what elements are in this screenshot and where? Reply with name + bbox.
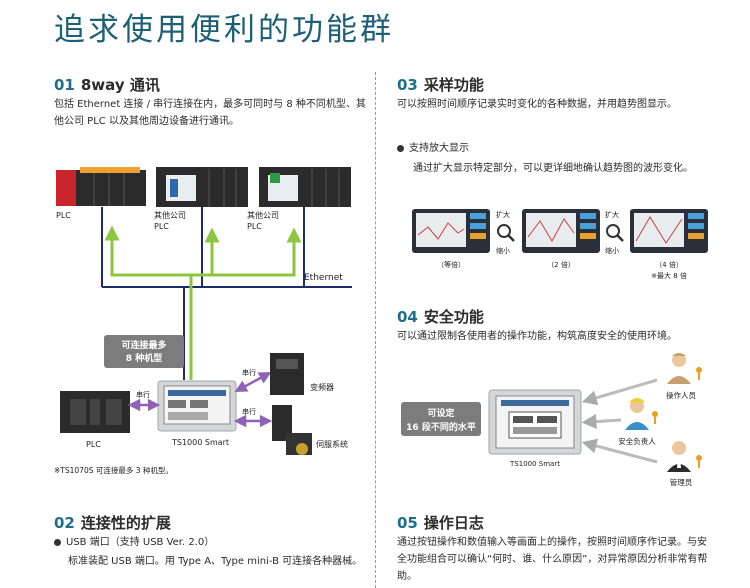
svg-text:16 段不同的水平: 16 段不同的水平 (406, 421, 476, 433)
section-02-description: 标准装配 USB 端口。用 Type A、Type mini-B 可连接各种器械… (68, 556, 363, 567)
section-05-description: 通过按钮操作和数值输入等画面上的操作，按照时间顺序作记录。与安全功能组合可以确认… (397, 537, 708, 582)
ts1000-security-label: TS1000 Smart (509, 460, 560, 468)
section-03-bullet: 支持放大显示 (397, 140, 469, 157)
other-plc-module-2 (259, 167, 351, 207)
ts1000-security-screen (488, 389, 582, 455)
section-02-heading: 02 连接性的扩展 (54, 512, 171, 533)
other-plc-label-1a: 其他公司 (154, 210, 186, 220)
green-communication-arrows (104, 225, 302, 380)
plc-label-2: PLC (86, 440, 101, 449)
safety-officer-label: 安全负责人 (618, 436, 656, 446)
caption-4x: （4 倍） (655, 260, 683, 269)
operator-label: 操作人员 (666, 390, 696, 400)
section-03-title: 采样功能 (423, 76, 484, 94)
section-01-heading: 01 8way 通讯 (54, 74, 160, 95)
other-plc-label-2a: 其他公司 (247, 210, 279, 220)
operator-person-icon (667, 353, 691, 384)
section-05-number: 05 (397, 514, 418, 532)
trend-screen-4x (630, 209, 708, 253)
section-04-description: 可以通过限制各使用者的操作功能，构筑高度安全的使用环境。 (397, 331, 677, 342)
max-zoom-note: ※最大 8 倍 (651, 271, 687, 280)
svg-text:可连接最多: 可连接最多 (121, 339, 166, 351)
ts1000-label: TS1000 Smart (171, 438, 229, 447)
key-icon (652, 411, 658, 424)
section-03-description: 可以按照时间顺序记录实时变化的各种数据，并用趋势图显示。 (397, 99, 677, 110)
manager-label: 管理员 (670, 477, 693, 487)
section-01-description: 包括 Ethernet 连接 / 串行连接在内，最多可同时与 8 种不同机型、其… (54, 99, 366, 127)
trend-screen-1x (412, 209, 490, 253)
ts1000-hmi-device (157, 380, 237, 432)
bullet-dot (54, 538, 61, 546)
plc-label-1: PLC (56, 211, 71, 220)
security-levels-callout: 可设定 16 段不同的水平 (401, 402, 481, 436)
magnifier-icon (606, 224, 624, 242)
section-01-note: ※TS1070S 可连接最多 3 种机型。 (54, 466, 173, 475)
section-02-title: 连接性的扩展 (80, 514, 171, 532)
servo-label: 伺服系统 (316, 439, 348, 449)
serial-label-bottom: 串行 (242, 407, 256, 416)
manager-person-icon (667, 441, 691, 472)
trend-screen-2x (522, 209, 600, 253)
zoom-out-label-1: 缩小 (496, 246, 510, 255)
key-icon (696, 455, 702, 468)
section-05-heading: 05 操作日志 (397, 512, 484, 533)
svg-text:8 种机型: 8 种机型 (126, 352, 162, 364)
security-diagram: 可设定 16 段不同的水平 TS1000 Smart 操作人员 安全负责人 管理… (401, 353, 702, 487)
other-plc-module-1 (156, 167, 248, 207)
zoom-in-label-1: 扩大 (496, 210, 510, 219)
inverter-label: 变频器 (310, 382, 334, 392)
serial-label-left: 串行 (136, 390, 150, 399)
page-title: 追求使用便利的功能群 (54, 12, 394, 48)
section-03-bullet-text: 支持放大显示 (409, 143, 469, 154)
ethernet-label: Ethernet (304, 273, 343, 283)
caption-1x: （等倍） (437, 260, 465, 269)
other-plc-label-2b: PLC (247, 222, 262, 231)
serial-arrow-top (234, 372, 272, 392)
zoom-trend-screens: 扩大 缩小 扩大 缩小 （等倍） （2 倍） （4 倍） ※最大 8 倍 (412, 209, 708, 280)
zoom-out-label-2: 缩小 (605, 246, 619, 255)
section-05-title: 操作日志 (423, 514, 484, 532)
max-models-callout: 可连接最多 8 种机型 (104, 335, 184, 368)
section-03-sub-description: 通过扩大显示特定部分，可以更详细地确认趋势图的波形变化。 (413, 163, 693, 174)
serial-label-top: 串行 (242, 368, 256, 377)
section-03-heading: 03 采样功能 (397, 74, 484, 95)
plc-module-1 (56, 167, 146, 206)
magnifier-icon (497, 224, 515, 242)
section-02-bullet-text: USB 端口（支持 USB Ver. 2.0） (66, 537, 215, 548)
svg-text:可设定: 可设定 (427, 407, 455, 419)
caption-2x: （2 倍） (547, 260, 575, 269)
arrow-manager (581, 438, 658, 464)
column-divider (375, 72, 376, 588)
section-03-number: 03 (397, 76, 418, 94)
arrow-operator (581, 378, 658, 406)
section-04-title: 安全功能 (423, 308, 484, 326)
other-plc-label-1b: PLC (154, 222, 169, 231)
section-01-title: 8way 通讯 (80, 76, 160, 94)
safety-officer-person-icon (625, 398, 649, 430)
section-01-number: 01 (54, 76, 75, 94)
section-02-bullet: USB 端口（支持 USB Ver. 2.0） (54, 534, 214, 551)
section-02-number: 02 (54, 514, 75, 532)
servo-device (272, 405, 312, 455)
inverter-device (270, 353, 304, 395)
arrow-safety (581, 414, 622, 430)
plc-module-bottom (60, 391, 130, 433)
section-04-heading: 04 安全功能 (397, 306, 484, 327)
bullet-dot (397, 144, 404, 152)
zoom-in-label-2: 扩大 (605, 210, 619, 219)
key-icon (696, 367, 702, 380)
communication-diagram: PLC 其他公司 PLC 其他公司 PLC Ethernet 可连接最多 8 种… (56, 167, 352, 455)
section-04-number: 04 (397, 308, 418, 326)
